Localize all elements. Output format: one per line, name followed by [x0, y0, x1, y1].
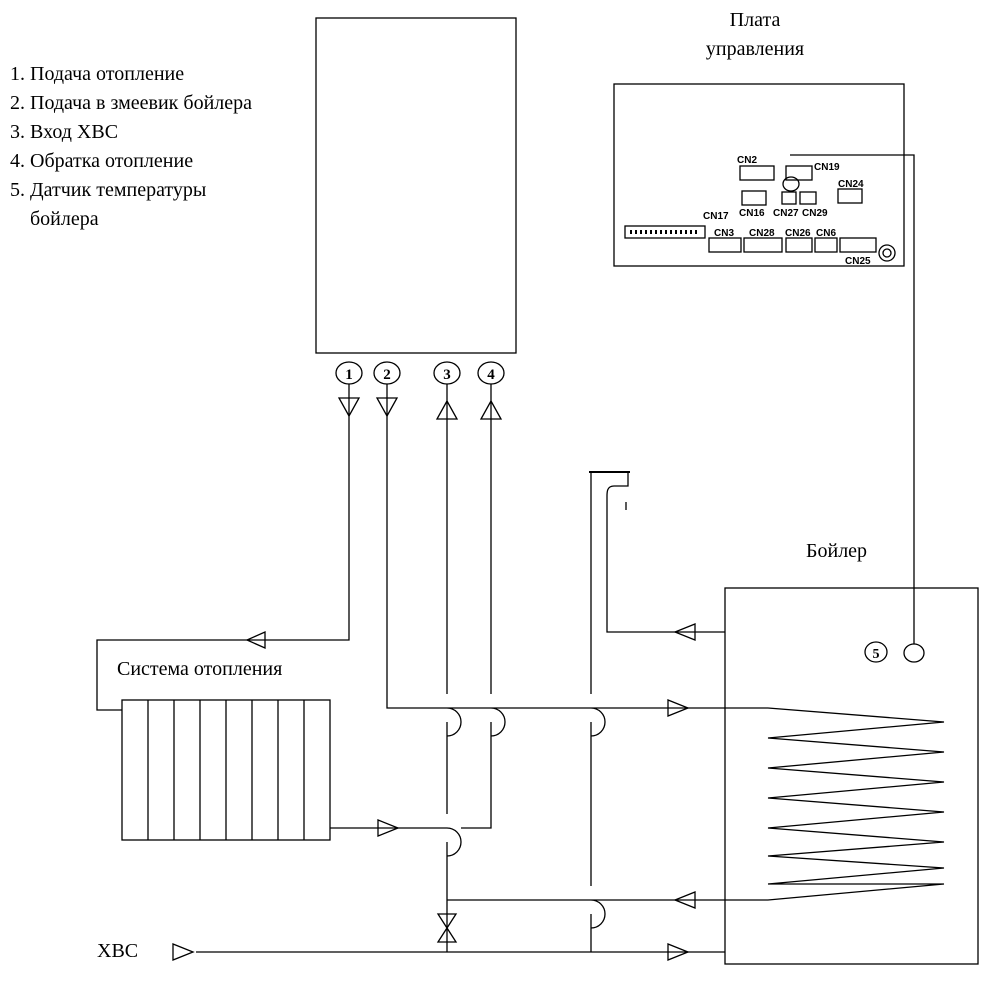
control-board-title: Плата управления [690, 6, 820, 64]
legend-item-5-cont: бойлера [30, 208, 99, 230]
temperature-sensor [903, 643, 925, 663]
gas-boiler-unit [315, 17, 517, 354]
legend-item-3: 3. Вход ХВС [10, 121, 119, 143]
cn27-label: CN27 [773, 208, 799, 219]
hot-water-arrow [673, 623, 696, 641]
hot-water-pipe [590, 512, 725, 952]
port-3-label: 3 [443, 367, 451, 383]
coil-return-pipe [447, 899, 768, 929]
faucet-icon [590, 471, 629, 512]
legend-item-5: 5. Датчик температуры [10, 179, 207, 201]
coil-return-arrow [673, 891, 696, 909]
control-board-title-line1: Плата [729, 9, 781, 31]
legend: 1. Подача отопление 2. Подача в змеевик … [10, 60, 252, 234]
port-1-label: 1 [345, 367, 353, 383]
port-arrows [337, 397, 503, 420]
cold-water-boiler-arrow [667, 943, 690, 961]
cn6-label: CN6 [816, 228, 836, 239]
cn19-label: CN19 [814, 162, 840, 173]
port-2-label: 2 [383, 367, 391, 383]
heating-return-riser [461, 384, 492, 829]
port-4-label: 4 [487, 367, 495, 383]
heating-supply-arrow [245, 630, 266, 650]
control-board: CN2 CN19 CN24 CN16 CN27 CN29 CN17 CN3 CN… [613, 83, 905, 267]
check-valve-icon [436, 913, 458, 943]
control-board-title-line2: управления [705, 38, 805, 60]
radiator-icon [121, 699, 331, 841]
boiler-coil [767, 707, 945, 901]
cn16-label: CN16 [739, 208, 765, 219]
cn3-label: CN3 [714, 228, 734, 239]
cn26-label: CN26 [785, 228, 811, 239]
temperature-sensor-marker [864, 641, 888, 663]
heating-supply-pipe [96, 384, 350, 711]
cn24-label: CN24 [838, 179, 864, 190]
boiler-label: Бойлер [806, 540, 868, 562]
cn25-label: CN25 [845, 256, 871, 267]
sensor-marker-label: 5 [873, 647, 880, 662]
radiator-return-pipe [330, 827, 462, 857]
legend-item-2: 2. Подача в змеевик бойлера [10, 92, 253, 114]
cold-water-label: ХВС [97, 940, 139, 962]
legend-item-4: 4. Обратка отопление [10, 150, 194, 172]
heating-system-label: Система отопления [117, 658, 283, 680]
boiler-tank [724, 587, 979, 965]
legend-item-1: 1. Подача отопление [10, 63, 185, 85]
sensor-wire [790, 154, 915, 644]
radiator-return-arrow [377, 819, 400, 837]
connector-cn17 [624, 225, 706, 239]
port-markers: 1 2 3 4 [335, 361, 505, 385]
coil-supply-arrow [667, 699, 690, 717]
cn28-label: CN28 [749, 228, 775, 239]
cold-water-inlet-arrow [172, 943, 195, 961]
cn17-label: CN17 [703, 211, 729, 222]
coil-supply-pipe [386, 384, 768, 737]
cn2-label: CN2 [737, 155, 757, 166]
cn29-label: CN29 [802, 208, 828, 219]
